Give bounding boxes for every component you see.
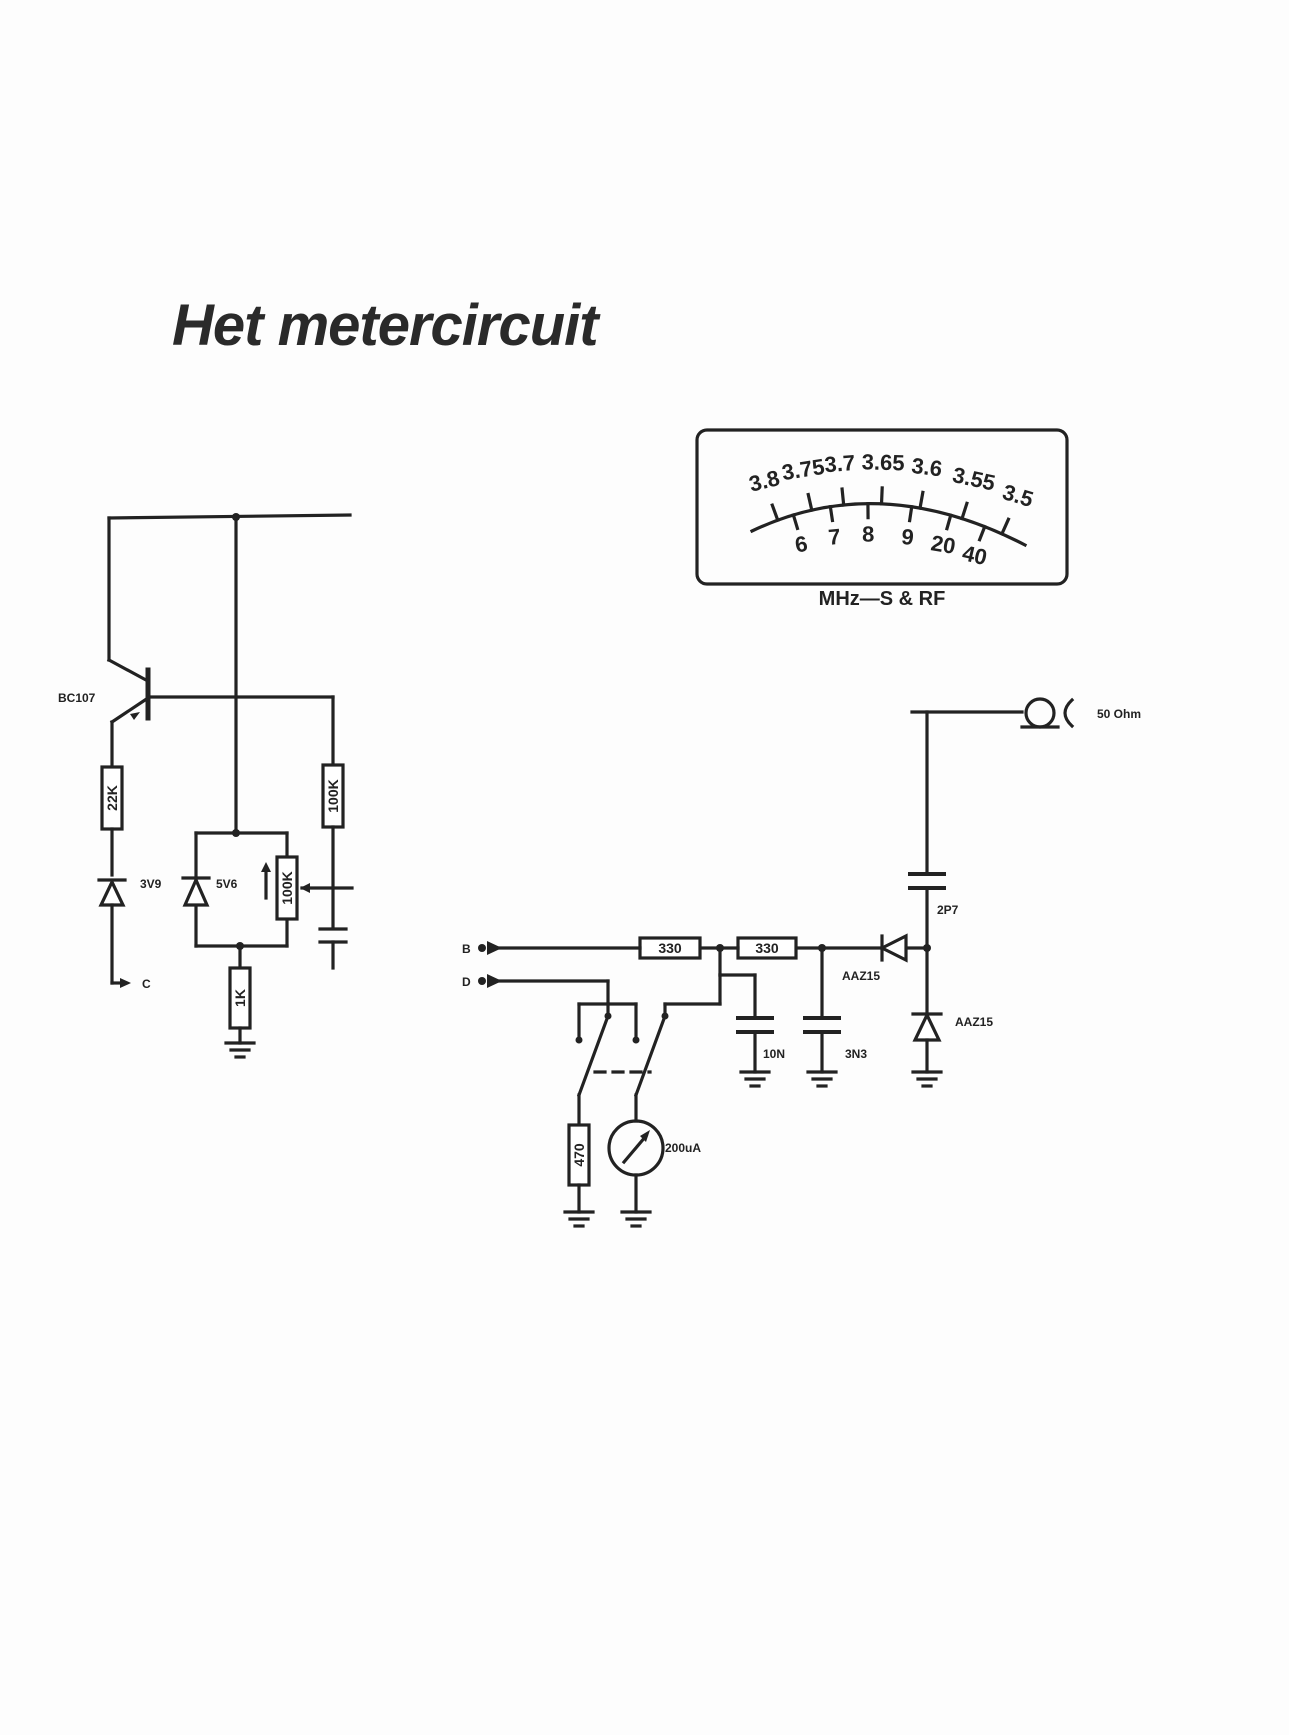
zener-3v9-label: 3V9 [140, 877, 162, 891]
page-title: Het metercircuit [172, 293, 599, 358]
scale-label-upper: 3.65 [861, 449, 905, 475]
scale-label-lower: 9 [900, 524, 914, 550]
scale-tick-upper [879, 486, 884, 506]
diode-aaz15-shunt [911, 1011, 943, 1042]
diode-aaz15-series [878, 933, 908, 963]
scale-tick-lower [907, 504, 914, 523]
meter-scale-ticks [770, 486, 1011, 542]
scale-tick-lower [828, 504, 835, 523]
scale-tick-upper [960, 501, 969, 521]
resistor-100k-label: 100K [325, 779, 341, 812]
scale-tick-lower [791, 512, 800, 531]
scale-tick-upper [999, 517, 1011, 536]
resistor-22k: 22K [100, 765, 124, 831]
capacitor-2p7 [908, 872, 946, 890]
terminal-d-label: D [462, 975, 471, 989]
top-supply-rail [107, 513, 352, 520]
double-pole-switch [575, 1002, 669, 1098]
potentiometer-100k-label: 100K [279, 871, 295, 904]
scale-label-upper: 3.55 [950, 462, 997, 496]
zener-5v6-label: 5V6 [216, 877, 238, 891]
resistor-330-a-label: 330 [658, 940, 682, 956]
resistor-330-b-label: 330 [755, 940, 779, 956]
meter-scale-frame [695, 428, 1069, 586]
capacitor-10n [736, 1016, 774, 1034]
zener-5v6 [181, 876, 211, 907]
capacitor-10n-label: 10N [763, 1047, 785, 1061]
resistor-330-a: 330 [638, 936, 702, 960]
scale-label-upper: 3.5 [1000, 479, 1037, 512]
scale-label-lower: 20 [929, 530, 957, 559]
diode-aaz15-series-label: AAZ15 [842, 969, 880, 983]
capacitor-3n3 [803, 1016, 841, 1034]
resistor-470: 470 [567, 1123, 591, 1187]
ammeter-icon [607, 1119, 665, 1177]
scale-label-lower: 6 [793, 531, 809, 558]
meter-scale-arc [749, 502, 1028, 548]
scale-label-lower: 8 [862, 522, 874, 547]
capacitor-left [318, 927, 348, 944]
scale-label-upper: 3.6 [910, 453, 943, 482]
scale-tick-lower [944, 513, 953, 531]
coax-connector-icon [1020, 697, 1075, 729]
scale-label-lower: 40 [960, 540, 989, 570]
resistor-330-b: 330 [736, 936, 798, 960]
scale-label-upper: 3.8 [746, 465, 782, 497]
resistor-100k: 100K [321, 763, 345, 829]
scale-tick-upper [806, 492, 814, 513]
diode-aaz15-shunt-label: AAZ15 [955, 1015, 993, 1029]
scale-tick-upper [770, 503, 780, 523]
terminal-b-label: B [462, 942, 471, 956]
left-circuit: BC107 22K 3V9 C [58, 513, 354, 1059]
scale-label-lower: 7 [827, 524, 841, 550]
resistor-470-label: 470 [571, 1143, 587, 1167]
right-circuit: 50 Ohm 2P7 AAZ15 AAZ1 [462, 697, 1141, 1228]
scale-tick-lower [977, 524, 987, 542]
connector-label: 50 Ohm [1097, 707, 1141, 721]
ground-symbol [563, 1210, 595, 1228]
ground-symbol [739, 1070, 771, 1088]
scale-tick-upper [840, 487, 846, 507]
meter-label: 200uA [665, 1141, 701, 1155]
resistor-1k: 1K [228, 966, 252, 1030]
ground-symbol [911, 1070, 943, 1088]
scale-label-upper: 3.75 [780, 454, 826, 485]
scale-tick-upper [918, 490, 925, 510]
ground-symbol [620, 1210, 652, 1228]
capacitor-2p7-label: 2P7 [937, 903, 959, 917]
resistor-22k-label: 22K [104, 785, 120, 811]
resistor-1k-label: 1K [232, 989, 248, 1007]
potentiometer-100k: 100K [261, 855, 354, 921]
zener-3v9 [97, 878, 127, 907]
transistor-bc107 [109, 667, 151, 725]
ground-symbol [224, 1041, 256, 1059]
scale-label-upper: 3.7 [824, 450, 856, 477]
meter-scale-caption: MHz—S & RF [819, 588, 946, 610]
ground-symbol [806, 1070, 838, 1088]
transistor-label: BC107 [58, 691, 96, 705]
capacitor-3n3-label: 3N3 [845, 1047, 867, 1061]
terminal-c-label: C [142, 977, 151, 991]
